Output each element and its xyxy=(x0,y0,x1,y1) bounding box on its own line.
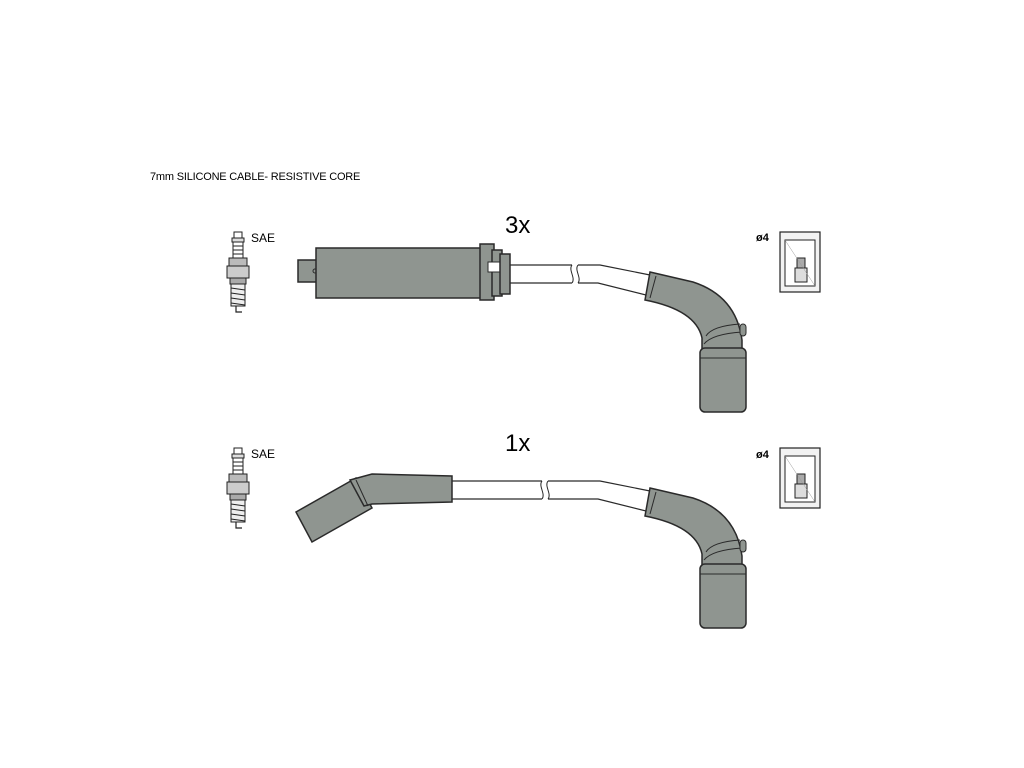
quantity-label-bottom: 1x xyxy=(505,430,531,457)
cable-spec-caption: 7mm SILICONE CABLE- RESISTIVE CORE xyxy=(150,171,361,183)
plug-standard-label-top: SAE xyxy=(251,231,276,245)
terminal-fitting-bottom xyxy=(779,447,821,509)
spark-plug-boot-top xyxy=(644,271,747,413)
spark-plug-boot-bottom xyxy=(644,487,747,629)
coil-connector-top xyxy=(297,243,511,301)
quantity-label-top: 3x xyxy=(505,212,531,239)
terminal-size-label-bottom: ø4 xyxy=(756,449,769,461)
spark-plug-top xyxy=(226,231,250,313)
plug-standard-label-bottom: SAE xyxy=(251,447,276,461)
cable-bottom xyxy=(452,480,656,513)
terminal-fitting-top xyxy=(779,231,821,293)
terminal-size-label-top: ø4 xyxy=(756,232,769,244)
spark-plug-bottom xyxy=(226,447,250,529)
cable-top xyxy=(510,264,656,297)
coil-boot-bottom xyxy=(294,473,453,544)
